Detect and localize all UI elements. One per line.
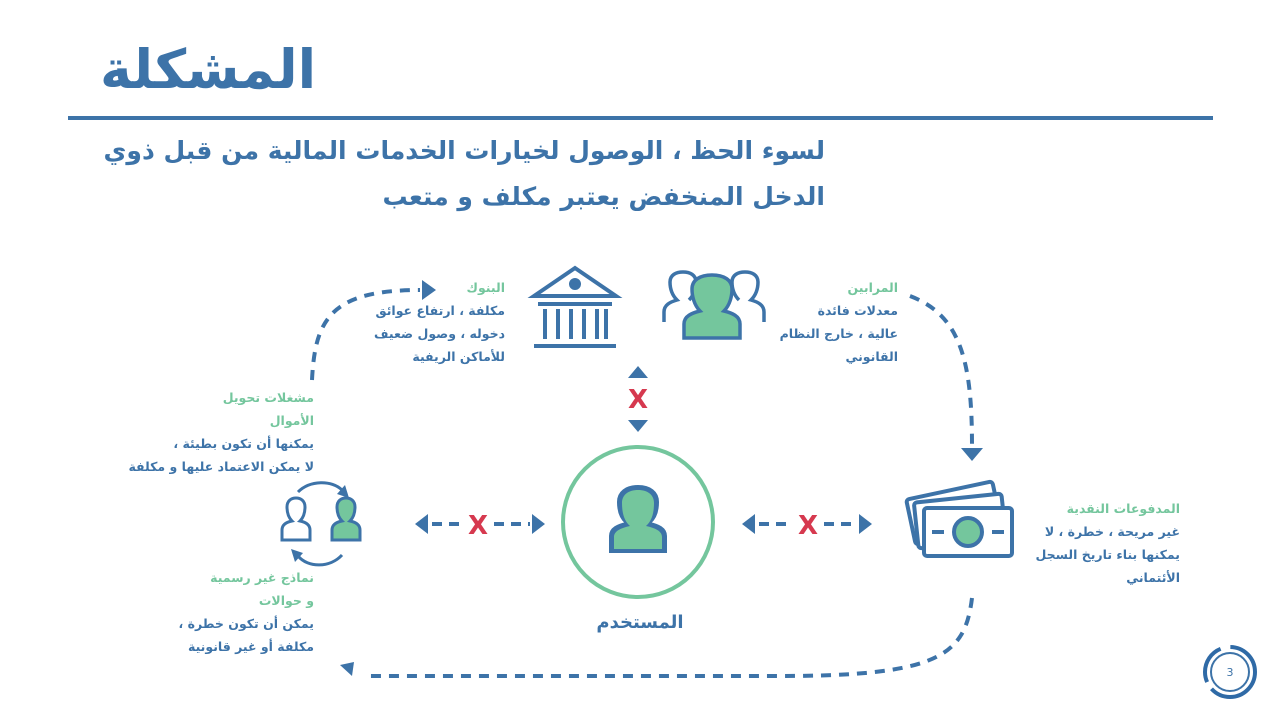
banks-line-1: مكلفة ، ارتفاع عوائق xyxy=(375,303,505,318)
lenders-line-3: القانوني xyxy=(845,349,898,364)
banks-line-2: دخوله ، وصول ضعيف xyxy=(374,326,505,341)
lenders-block: المرابين معدلات فائدة عالية ، خارج النظا… xyxy=(780,276,898,368)
cash-line-3: الأئتماني xyxy=(1126,570,1180,585)
arrowhead-cash xyxy=(961,448,983,461)
transfer-operators-block: مشغلات تحويل الأموال يمكنها أن تكون بطيئ… xyxy=(128,386,314,478)
title-divider xyxy=(68,116,1213,120)
transfer-heading-line-2: الأموال xyxy=(269,413,314,428)
lenders-line-1: معدلات فائدة xyxy=(817,303,898,318)
banks-block: البنوك مكلفة ، ارتفاع عوائق دخوله ، وصول… xyxy=(374,276,505,368)
transfer-heading-line-1: مشغلات تحويل xyxy=(222,390,314,405)
cash-block: المدفوعات النقدية غير مريحة ، خطرة ، لا … xyxy=(1036,497,1180,589)
blocked-mark-top: X xyxy=(628,385,648,415)
page-number-badge: 3 xyxy=(1203,645,1257,699)
blocked-mark-left: X xyxy=(468,511,488,541)
lenders-group-icon xyxy=(662,270,766,340)
cash-line-1: غير مريحة ، خطرة ، لا xyxy=(1044,524,1180,539)
arrowhead-informal xyxy=(340,662,354,676)
transfer-line-2: لا يمكن الاعتماد عليها و مكلفة xyxy=(128,459,314,474)
cash-line-2: يمكنها بناء تاريخ السجل xyxy=(1035,547,1180,562)
connector-right xyxy=(742,514,872,534)
banks-heading: البنوك xyxy=(466,280,505,295)
cash-heading: المدفوعات النقدية xyxy=(1066,501,1180,516)
connector-vertical xyxy=(628,366,648,432)
money-transfer-icon xyxy=(280,481,362,567)
lenders-heading: المرابين xyxy=(847,280,898,295)
informal-heading-line-2: و حوالات xyxy=(258,593,314,608)
informal-line-2: مكلفة أو غير قانونية xyxy=(187,639,314,654)
user-circle xyxy=(561,445,715,599)
page-number: 3 xyxy=(1227,666,1234,679)
connector-left xyxy=(415,514,545,534)
bank-icon xyxy=(527,265,623,348)
banks-line-3: للأماكن الريفية xyxy=(412,349,505,364)
subtitle-line-2: الدخل المنخفض يعتبر مكلف و متعب xyxy=(382,182,825,211)
arrowhead-banks xyxy=(422,280,436,300)
blocked-mark-right: X xyxy=(798,511,818,541)
user-label: المستخدم xyxy=(596,612,684,633)
cash-icon xyxy=(904,479,1014,558)
flow-arrow-transfer-to-banks xyxy=(310,288,421,381)
lenders-line-2: عالية ، خارج النظام xyxy=(779,326,898,341)
user-icon xyxy=(609,484,667,553)
flow-arrow-cash-to-informal xyxy=(365,597,974,678)
informal-block: نماذج غير رسمية و حوالات يمكن أن تكون خط… xyxy=(178,566,314,658)
slide-title: المشكلة xyxy=(100,38,317,101)
subtitle-line-1: لسوء الحظ ، الوصول لخيارات الخدمات المال… xyxy=(103,136,826,165)
informal-heading-line-1: نماذج غير رسمية xyxy=(210,570,314,585)
informal-line-1: يمكن أن تكون خطرة ، xyxy=(178,616,314,631)
flow-arrow-lenders-to-cash xyxy=(909,294,974,446)
transfer-line-1: يمكنها أن تكون بطيئة ، xyxy=(173,436,314,451)
